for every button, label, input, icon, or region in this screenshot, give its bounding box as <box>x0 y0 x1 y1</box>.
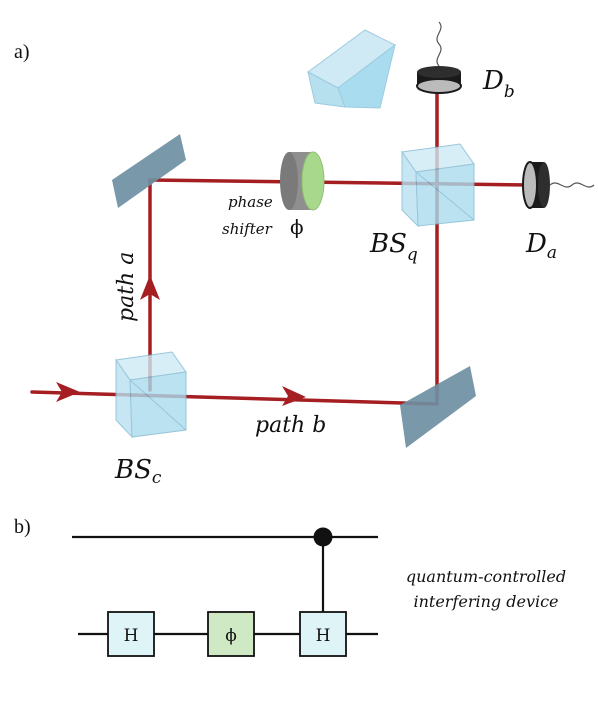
gate-h1-label: H <box>124 626 139 646</box>
bs-c-label: BSc <box>114 455 162 488</box>
laser-beam <box>30 86 532 406</box>
detector-b-wire <box>436 21 442 67</box>
detector-b <box>416 21 462 94</box>
panel-a-label: a) <box>14 41 30 63</box>
detector-a-wire <box>549 182 595 188</box>
arrow-path-a <box>140 275 160 300</box>
path-a-label: path a <box>114 252 139 322</box>
beamsplitter-bs-q <box>401 143 475 228</box>
gate-phase-label: ϕ <box>225 626 237 646</box>
gate-h1: H <box>107 611 155 657</box>
mirror-top-left <box>112 134 186 208</box>
detached-prism <box>307 29 396 109</box>
arrow-input <box>56 382 80 402</box>
circuit-caption-line1: quantum-controlled <box>406 567 566 586</box>
gate-h2: H <box>299 611 347 657</box>
phase-shifter-label-line2: shifter <box>222 220 273 238</box>
path-b-label: path b <box>255 413 326 438</box>
panel-b-label: b) <box>14 516 31 538</box>
beam-input-path-b <box>30 390 439 406</box>
beamsplitter-bs-c <box>115 351 187 439</box>
bs-q-label: BSq <box>369 229 418 265</box>
detector-b-label: Db <box>482 66 515 102</box>
circuit-caption-line2: interfering device <box>413 592 558 611</box>
mirror-bottom-right <box>400 366 476 448</box>
detector-a-label: Da <box>525 229 557 263</box>
control-dot <box>313 527 333 547</box>
beam-arrows <box>56 275 306 406</box>
phase-symbol-label: ϕ <box>290 215 304 239</box>
gate-phase: ϕ <box>207 611 255 657</box>
gate-h2-label: H <box>316 626 331 646</box>
arrow-path-b <box>282 386 306 406</box>
detector-a <box>522 161 595 209</box>
phase-shifter <box>280 151 325 211</box>
phase-shifter-label-line1: phase <box>228 193 273 211</box>
